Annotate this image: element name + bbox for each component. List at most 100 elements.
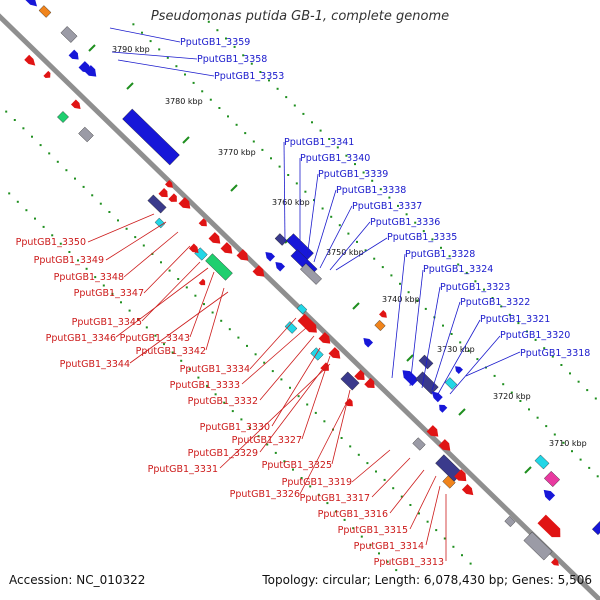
tick-dot <box>22 127 25 130</box>
tick-dot <box>588 466 591 469</box>
tick-dot <box>145 326 148 329</box>
gene-arrow <box>537 514 561 538</box>
leader-line <box>241 327 307 385</box>
gene-arrow <box>68 49 79 60</box>
major-tick <box>524 466 532 474</box>
gene-box <box>412 437 426 451</box>
tick-dot <box>388 196 391 199</box>
tick-dot <box>120 301 122 304</box>
gene-label: PputGB1_3324 <box>423 264 493 275</box>
tick-dot <box>235 123 238 126</box>
gene-arrow <box>188 243 199 253</box>
major-tick <box>182 136 190 144</box>
tick-dot <box>261 148 264 151</box>
tick-dot <box>422 230 425 233</box>
gene-arrow <box>461 483 474 496</box>
gene-feature <box>537 514 561 538</box>
tick-dot <box>390 274 393 277</box>
tick-dot <box>594 397 597 400</box>
leader-line <box>259 369 323 453</box>
gene-feature <box>363 338 374 348</box>
gene-label: PputGB1_3339 <box>318 169 388 180</box>
gene-label: PputGB1_3346 <box>46 333 116 344</box>
leader-line <box>431 301 461 391</box>
tick-dot <box>197 376 200 379</box>
tick-dot <box>216 29 219 32</box>
tick-dot <box>111 292 114 295</box>
tick-dot <box>596 475 599 478</box>
tick-dot <box>223 401 226 404</box>
gene-feature <box>461 483 474 496</box>
gene-feature <box>275 262 286 272</box>
tick-dot <box>259 71 262 73</box>
gene-box <box>504 515 516 528</box>
gene-feature <box>364 377 375 388</box>
gene-feature <box>24 54 36 66</box>
gene-feature <box>300 263 322 285</box>
tick-dot <box>278 165 281 168</box>
leader-line <box>389 469 425 514</box>
leader-line <box>117 59 215 77</box>
gene-feature <box>122 108 180 166</box>
tick-dot <box>418 512 420 515</box>
scale-label: 3740 kbp <box>382 295 420 304</box>
tick-dot <box>360 535 363 538</box>
tick-dot <box>77 259 79 262</box>
gene-label: PputGB1_3332 <box>188 396 258 407</box>
tick-dot <box>381 266 384 269</box>
gene-arrow <box>354 369 365 380</box>
tick-dot <box>295 182 298 185</box>
gene-arrow <box>379 310 387 318</box>
gene-box <box>300 263 322 285</box>
tick-dot <box>257 435 260 438</box>
gene-feature <box>57 111 69 123</box>
gene-label: PputGB1_3359 <box>180 37 250 48</box>
gene-feature <box>296 303 308 315</box>
tick-dot <box>309 485 312 488</box>
gene-box <box>374 319 386 332</box>
tick-dot <box>270 157 272 160</box>
gene-feature <box>523 531 553 561</box>
gene-arrow <box>236 249 249 261</box>
leader-line <box>449 335 501 395</box>
tick-dot <box>287 174 290 176</box>
tick-dot <box>369 544 372 546</box>
gene-box <box>442 475 456 489</box>
gene-feature <box>297 313 317 333</box>
gene-arrow <box>220 242 233 254</box>
gene-box <box>154 217 166 229</box>
gene-feature <box>284 321 298 334</box>
leader-line <box>313 189 337 263</box>
gene-feature <box>534 454 550 470</box>
tick-dot <box>166 56 169 59</box>
gene-box <box>60 26 78 43</box>
gene-arrow <box>208 232 221 244</box>
gene-feature <box>454 469 467 482</box>
tick-dot <box>493 374 496 377</box>
gene-arrow <box>70 99 81 109</box>
gene-box <box>57 111 69 123</box>
gene-feature <box>165 180 173 188</box>
gene-arrow <box>543 489 556 502</box>
tick-dot <box>209 98 212 101</box>
tick-dot <box>536 416 539 419</box>
gene-label: PputGB1_3343 <box>120 333 190 344</box>
tick-dot <box>366 462 369 465</box>
tick-dot <box>545 425 548 428</box>
gene-arrow <box>328 347 341 359</box>
gene-feature <box>38 5 52 18</box>
tick-dot <box>500 305 503 308</box>
gene-label: PputGB1_3319 <box>282 477 352 488</box>
leader-line <box>123 231 179 278</box>
tick-dot <box>218 107 221 109</box>
tick-dot <box>74 177 76 180</box>
gene-feature <box>340 371 360 391</box>
scale-label: 3770 kbp <box>218 148 256 157</box>
gene-feature <box>158 187 168 198</box>
leader-line <box>319 205 353 269</box>
tick-dot <box>99 202 102 205</box>
gene-arrow <box>426 425 439 437</box>
gene-label: PputGB1_3350 <box>16 237 86 248</box>
gene-label: PputGB1_3322 <box>460 297 530 308</box>
gene-arrow <box>318 332 331 344</box>
